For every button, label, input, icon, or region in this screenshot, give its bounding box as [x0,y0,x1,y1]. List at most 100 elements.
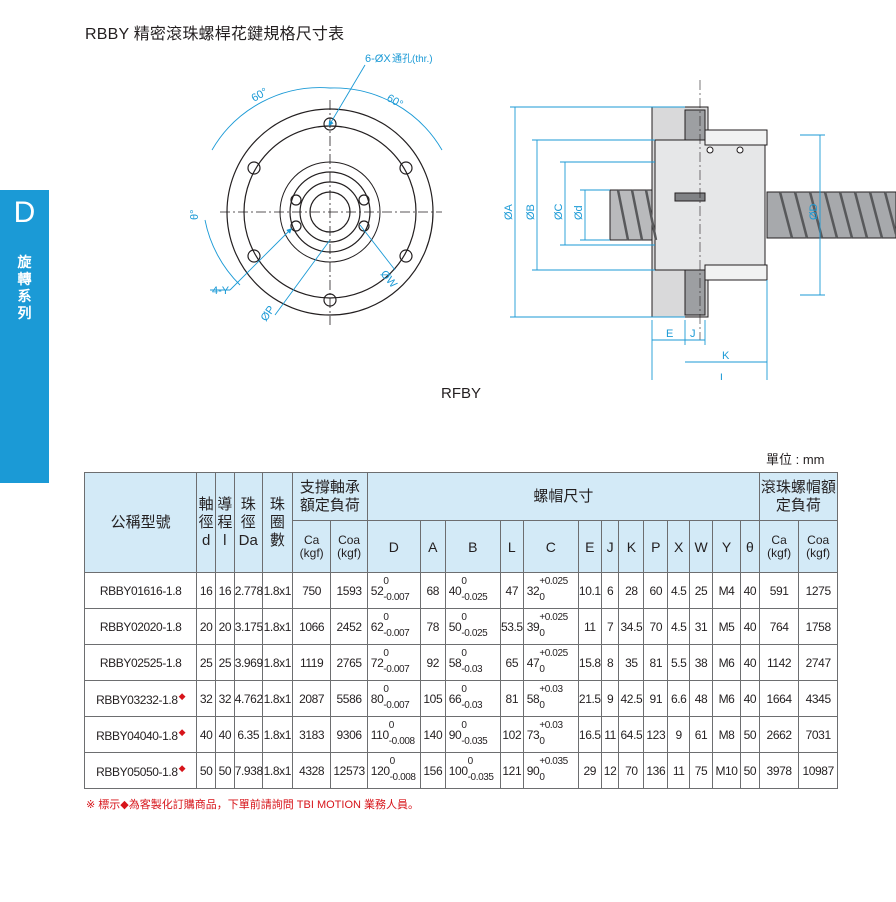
cell-Y: M5 [711,608,742,645]
tol-upper: 0 [388,719,395,731]
tol-base: 120 [370,763,390,778]
cell-J: 9 [600,680,620,717]
tol-lower: 0 [539,771,545,783]
footnote: ※ 標示◆為客製化訂購商品，下單前請詢問 TBI MOTION 業務人員。 [86,799,420,811]
cell-da: 3.175 [233,608,263,645]
cell-T: 40 [740,680,760,717]
hole-label: 6-ØX [365,53,391,65]
cell-model: RBBY01616-1.8 [83,572,198,609]
front-view [220,100,442,325]
cell-coa2: 7031 [798,716,838,753]
model-text: RBBY04040-1.8 [96,728,178,743]
page-title: RBBY 精密滾珠螺桿花鍵規格尺寸表 [85,26,345,43]
tol-lower: -0.007 [383,591,410,603]
cell-K: 70 [618,752,645,789]
tol-lower: -0.007 [383,663,410,675]
tol-upper: 0 [383,683,389,695]
header-model: 公稱型號 [83,472,198,573]
cell-l: 16 [215,572,235,609]
header-dim: P [643,520,669,573]
cell-da: 4.762 [233,680,263,717]
tol-lower: -0.007 [383,627,410,639]
cell-coa2: 2747 [798,644,838,681]
cell-W: 61 [689,716,713,753]
tol-base: 100 [448,763,468,778]
cell-X: 4.5 [667,572,691,609]
tol-lower: -0.035 [467,771,494,783]
tol-lower: 0 [539,699,545,711]
cell-n: 1.8x1 [261,752,293,789]
cell-L: 53.5 [499,608,524,645]
cell-l: 25 [215,644,235,681]
theta-label: θ° [189,209,201,220]
tol-base: 32 [526,583,540,598]
cell-ca1: 1119 [291,644,332,681]
cell-W: 25 [689,572,713,609]
tol-lower: 0 [539,591,545,603]
tol-lower: -0.008 [389,771,416,783]
tol-base: 62 [370,619,384,634]
angle-left-label: 60° [250,86,270,105]
cell-Y: M6 [711,680,742,717]
custom-diamond-icon: ◆ [178,690,186,701]
tol-base: 58 [526,691,540,706]
cell-E: 29 [577,752,602,789]
cell-E: 15.8 [577,644,602,681]
cell-d: 20 [196,608,216,645]
header-dim: J [600,520,620,573]
cell-l: 40 [215,716,235,753]
cell-ca2: 1664 [758,680,800,717]
tol-upper: +0.03 [539,683,563,695]
cell-ca2: 591 [758,572,800,609]
header-unit: (kgf) [806,545,831,560]
cell-T: 50 [740,752,760,789]
tol-base: 66 [448,691,462,706]
cell-P: 70 [643,608,669,645]
cell-A: 156 [419,752,446,789]
cell-ca1: 2087 [291,680,332,717]
cell-W: 31 [689,608,713,645]
header-coa: Coa [807,532,830,547]
header-dim: E [577,520,602,573]
cell-coa2: 10987 [798,752,838,789]
cell-L: 47 [499,572,524,609]
cell-W: 75 [689,752,713,789]
header-char: 程 [217,513,233,531]
header-dim: θ [740,520,760,573]
cell-T: 40 [740,608,760,645]
dim-e-label: E [666,328,673,340]
header-coa-nut: Coa(kgf) [798,520,838,573]
side-tab-char: 列 [17,305,32,321]
cell-W: 38 [689,644,713,681]
tol-lower: -0.025 [461,627,488,639]
header-dim: B [444,520,501,573]
tol-upper: 0 [389,755,396,767]
header-char: 珠 [240,495,256,513]
header-circuits: 珠圈數 [261,472,293,573]
dim-c-label: ØC [553,203,565,220]
cell-W: 48 [689,680,713,717]
tol-upper: 0 [467,755,474,767]
tol-base: 80 [370,691,384,706]
cell-ca2: 3978 [758,752,800,789]
tol-lower: -0.025 [461,591,488,603]
cell-P: 136 [643,752,669,789]
tol-lower: -0.03 [461,699,483,711]
cell-coa1: 2452 [330,608,368,645]
cell-coa1: 12573 [330,752,368,789]
header-char: 軸 [198,495,214,513]
cell-n: 1.8x1 [261,716,293,753]
